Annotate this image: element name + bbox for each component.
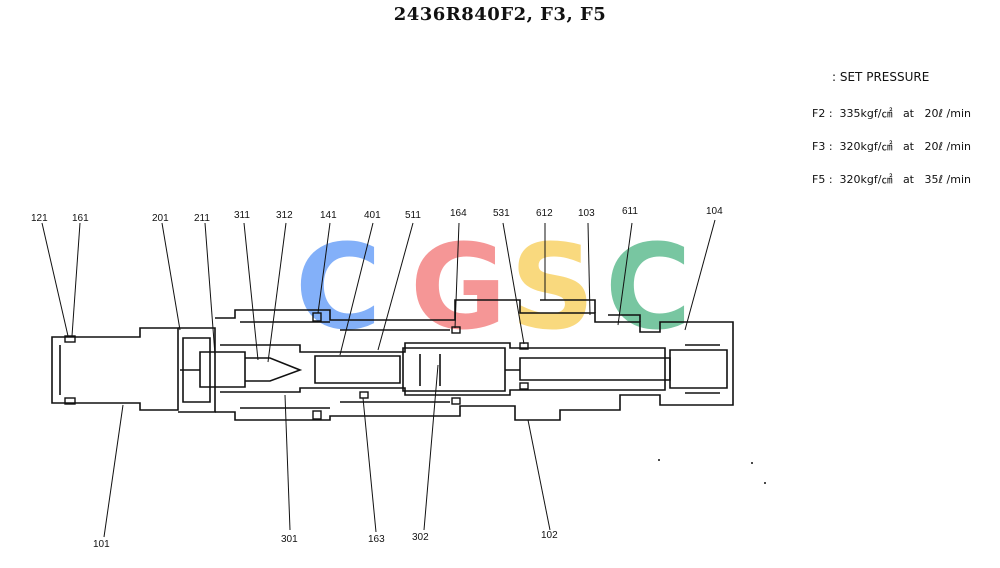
part-label-311: 311 [234, 210, 250, 221]
page-title: 2436R840F2, F3, F5 [393, 4, 607, 25]
watermark-letter-s: S [510, 218, 595, 356]
part-label-164: 164 [450, 208, 467, 219]
part-label-141: 141 [320, 210, 337, 221]
set-pressure-heading: : SET PRESSURE [832, 70, 930, 84]
part-label-611: 611 [622, 206, 638, 217]
part-label-511: 511 [405, 210, 421, 221]
watermark-letter-c2: C [605, 218, 692, 356]
part-label-211: 211 [194, 213, 210, 224]
part-label-121: 121 [31, 213, 48, 224]
part-label-101: 101 [93, 539, 110, 550]
part-label-102: 102 [541, 530, 558, 541]
valve-body [51, 299, 734, 421]
part-label-401: 401 [364, 210, 381, 221]
part-label-201: 201 [152, 213, 169, 224]
part-label-104: 104 [706, 206, 723, 217]
part-label-161: 161 [72, 213, 89, 224]
part-label-612: 612 [536, 208, 553, 219]
cgsc-watermark: C G S C [295, 218, 692, 356]
spec-row-f5: F5 : 320kgf/㎠ at 35ℓ /min [812, 173, 971, 186]
part-label-531: 531 [493, 208, 510, 219]
leader-lines [41, 219, 716, 538]
part-label-301: 301 [281, 534, 298, 545]
watermark-letter-c1: C [295, 218, 382, 356]
part-labels: 121 161 201 211 311 312 141 401 511 164 … [31, 206, 723, 550]
part-label-302: 302 [412, 532, 429, 543]
scan-dots [658, 459, 766, 484]
spec-row-f3: F3 : 320kgf/㎠ at 20ℓ /min [812, 140, 971, 153]
part-label-103: 103 [578, 208, 595, 219]
part-label-312: 312 [276, 210, 293, 221]
spec-row-f2: F2 : 335kgf/㎠ at 20ℓ /min [812, 107, 971, 120]
part-label-163: 163 [368, 534, 385, 545]
seal-rings [64, 312, 529, 420]
